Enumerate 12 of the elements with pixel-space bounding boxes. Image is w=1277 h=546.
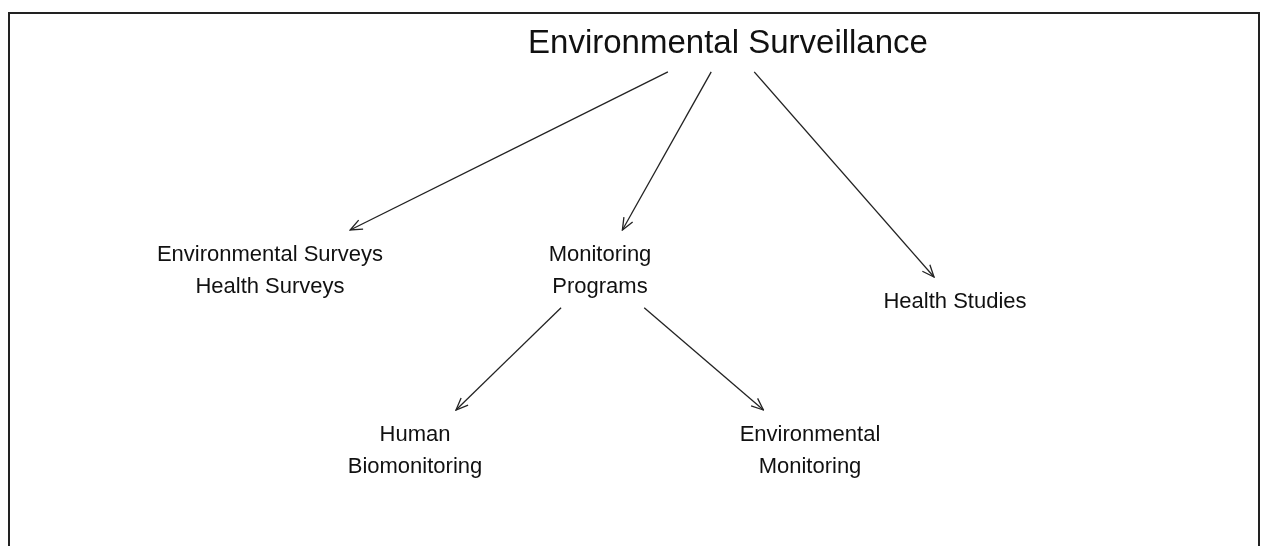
- node-label: Environmental Monitoring: [738, 420, 882, 480]
- node-label: Environmental Surveys: [155, 240, 385, 268]
- arrow: [621, 71, 712, 231]
- arrow: [753, 71, 935, 278]
- node-label: Health Studies: [882, 287, 1028, 315]
- node-label: Human Biomonitoring: [346, 420, 484, 480]
- arrow: [643, 307, 765, 411]
- arrow: [455, 307, 562, 411]
- node-label: Health Surveys: [194, 271, 346, 300]
- node-label: Monitoring Programs: [547, 240, 653, 300]
- arrow: [349, 71, 669, 231]
- title-text: Environmental Surveillance: [527, 22, 929, 62]
